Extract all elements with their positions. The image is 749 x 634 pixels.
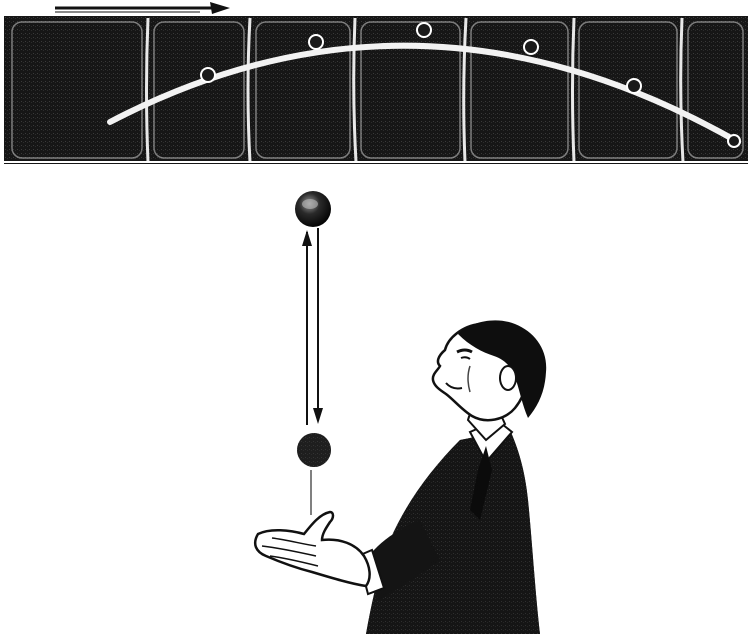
trajectory-ball [627,79,641,93]
vertical-toss [295,191,331,515]
trajectory-ball [417,23,431,37]
trajectory-ball [201,68,215,82]
ear [500,366,516,390]
up-arrow-icon [302,230,312,425]
down-arrow-icon [313,228,323,424]
film-strip [4,2,748,164]
trajectory-ball [309,35,323,49]
man-figure [255,320,546,634]
trajectory-ball [728,135,740,147]
right-arrow-icon [55,2,230,14]
ball-top [295,191,331,227]
hand [255,512,369,586]
trajectory-ball [524,40,538,54]
